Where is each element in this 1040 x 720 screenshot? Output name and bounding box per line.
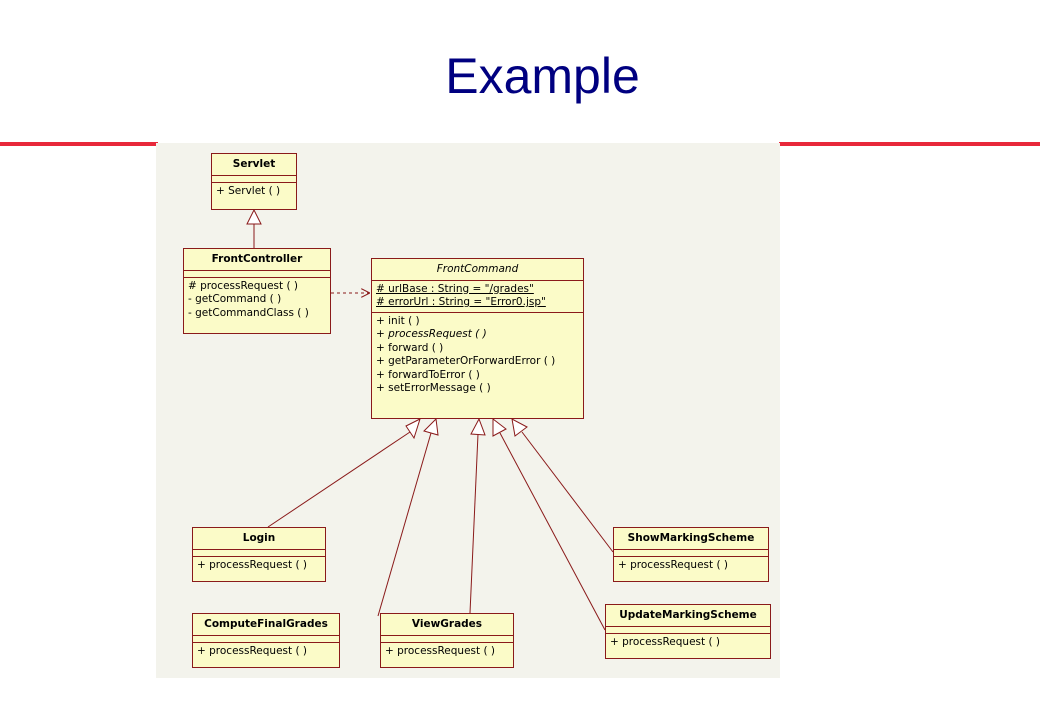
class-name: Servlet	[212, 154, 296, 176]
class-name: ShowMarkingScheme	[614, 528, 768, 550]
class-frontcontroller[interactable]: FrontController # processRequest ( ) - g…	[183, 248, 331, 334]
title-rule-right	[779, 142, 1040, 146]
operation-compartment: + processRequest ( )	[606, 634, 770, 652]
generalization-viewgrades-frontcommand	[469, 433, 479, 614]
inheritance-triangle-showmarkingscheme	[511, 418, 528, 437]
class-showmarkingscheme[interactable]: ShowMarkingScheme + processRequest ( )	[613, 527, 769, 582]
operation-compartment: + Servlet ( )	[212, 183, 296, 201]
operation-compartment: + init ( ) + processRequest ( ) + forwar…	[372, 313, 583, 398]
operation: - getCommand ( )	[188, 293, 282, 305]
operation-compartment: + processRequest ( )	[614, 557, 768, 575]
operation: + forward ( )	[376, 341, 444, 354]
operation-compartment: + processRequest ( )	[193, 643, 339, 661]
class-frontcommand[interactable]: FrontCommand # urlBase : String = "/grad…	[371, 258, 584, 419]
uml-diagram-canvas: Servlet + Servlet ( ) FrontController # …	[156, 143, 780, 678]
inheritance-triangle-login	[405, 418, 421, 440]
attribute-compartment	[212, 176, 296, 183]
class-name: ComputeFinalGrades	[193, 614, 339, 636]
class-servlet[interactable]: Servlet + Servlet ( )	[211, 153, 297, 210]
attribute-compartment	[614, 550, 768, 557]
class-name: FrontController	[184, 249, 330, 271]
attribute-compartment	[193, 636, 339, 643]
attribute-compartment	[193, 550, 325, 557]
operation: + processRequest ( )	[197, 558, 308, 571]
class-name: UpdateMarkingScheme	[606, 605, 770, 627]
operation: + Servlet ( )	[216, 184, 281, 197]
operation: + forwardToError ( )	[376, 368, 480, 381]
operation: + setErrorMessage ( )	[376, 382, 491, 394]
generalization-updatemarkingscheme-frontcommand	[499, 432, 606, 631]
inheritance-triangle-computefinalgrades	[423, 417, 439, 436]
operation: + getParameterOrForwardError ( )	[376, 355, 556, 367]
inheritance-triangle-servlet	[246, 208, 262, 225]
attribute-compartment	[184, 271, 330, 278]
slide-title: Example	[445, 48, 640, 104]
operation: + processRequest ( )	[197, 644, 308, 657]
operation: + init ( )	[376, 314, 420, 327]
class-viewgrades[interactable]: ViewGrades + processRequest ( )	[380, 613, 514, 668]
operation: + processRequest ( )	[376, 328, 487, 340]
operation-compartment: # processRequest ( ) - getCommand ( ) - …	[184, 278, 330, 323]
operation: + processRequest ( )	[385, 644, 496, 657]
attribute-compartment: # urlBase : String = "/grades" # errorUr…	[372, 281, 583, 313]
uml-connectors	[246, 208, 614, 631]
class-login[interactable]: Login + processRequest ( )	[192, 527, 326, 582]
attribute: # errorUrl : String = "Error0.jsp"	[376, 296, 546, 308]
operation: + processRequest ( )	[610, 635, 721, 648]
inheritance-triangle-updatemarkingscheme	[492, 417, 507, 437]
inheritance-triangle-viewgrades	[470, 417, 486, 436]
attribute-compartment	[381, 636, 513, 643]
class-updatemarkingscheme[interactable]: UpdateMarkingScheme + processRequest ( )	[605, 604, 771, 659]
operation-compartment: + processRequest ( )	[381, 643, 513, 661]
operation: # processRequest ( )	[188, 279, 299, 292]
class-name: FrontCommand	[372, 259, 583, 281]
class-name: ViewGrades	[381, 614, 513, 636]
generalization-computefinalgrades-frontcommand	[377, 432, 432, 617]
attribute: # urlBase : String = "/grades"	[376, 282, 534, 295]
generalization-showmarkingscheme-frontcommand	[521, 431, 614, 553]
operation: + processRequest ( )	[618, 558, 729, 571]
title-rule-left	[0, 142, 158, 146]
class-computefinalgrades[interactable]: ComputeFinalGrades + processRequest ( )	[192, 613, 340, 668]
operation-compartment: + processRequest ( )	[193, 557, 325, 575]
operation: - getCommandClass ( )	[188, 306, 309, 319]
generalization-login-frontcommand	[267, 431, 411, 528]
class-name: Login	[193, 528, 325, 550]
attribute-compartment	[606, 627, 770, 634]
